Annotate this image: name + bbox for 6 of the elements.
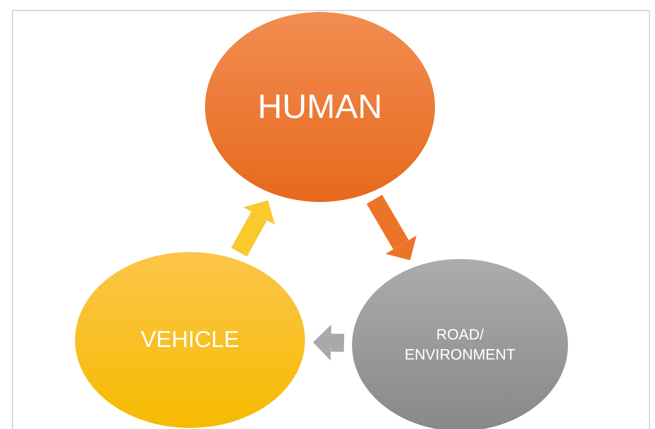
block-arrow xyxy=(312,324,344,361)
block-arrow xyxy=(231,200,275,256)
node-label: VEHICLE xyxy=(140,325,240,354)
node-label: ROAD/ ENVIRONMENT xyxy=(404,326,516,364)
block-arrow xyxy=(366,194,417,260)
node-label: HUMAN xyxy=(256,86,384,128)
